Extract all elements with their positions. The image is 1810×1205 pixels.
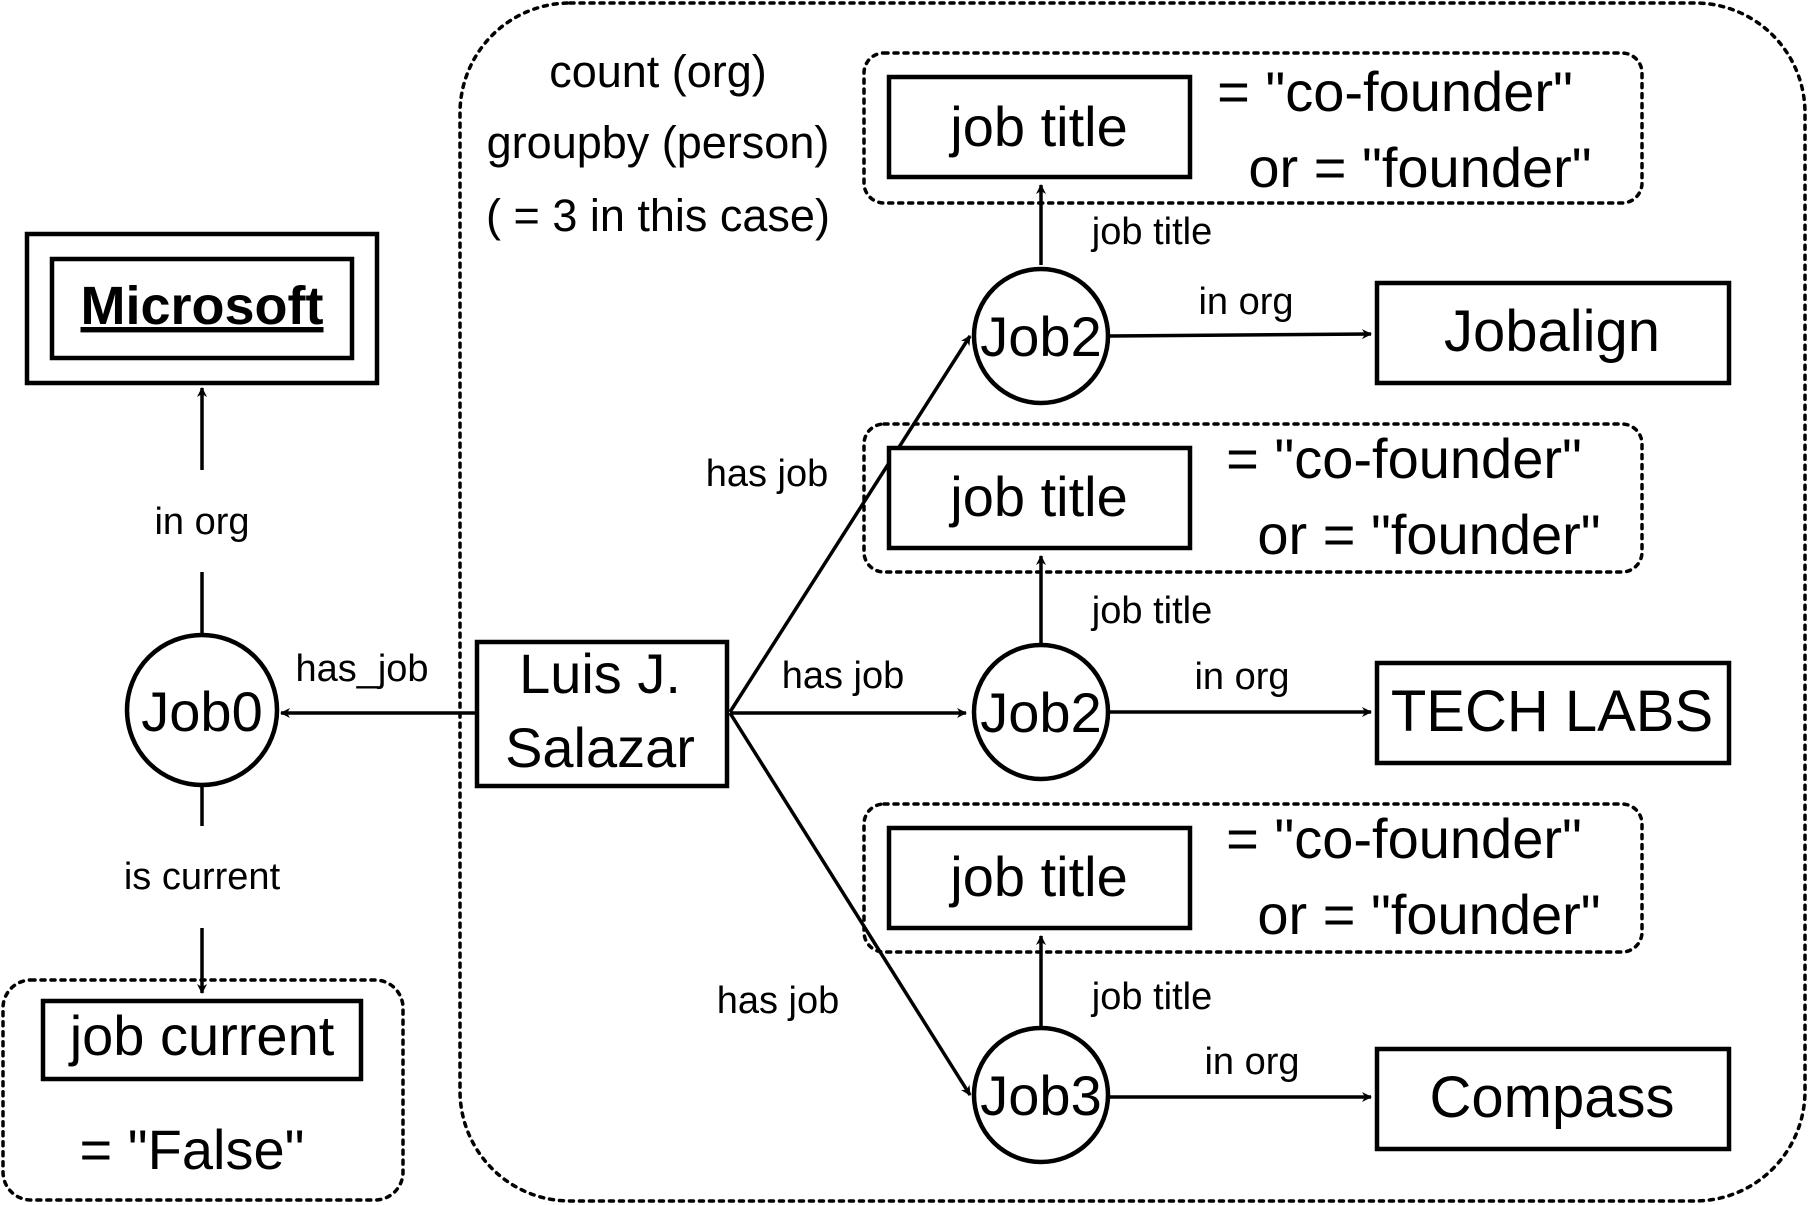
branch2-condition-region xyxy=(862,422,1644,574)
branch2-job-node-label: Job2 xyxy=(980,681,1101,744)
branch1-org-box xyxy=(1374,280,1732,386)
job0-in-org-label: in org xyxy=(154,501,249,543)
query-count-text: count (org) xyxy=(549,46,767,97)
job-current-attr-label: job current xyxy=(68,1004,335,1067)
person-has-job-label-job0: has_job xyxy=(295,648,428,690)
person-name-line2: Salazar xyxy=(505,716,695,779)
branch2-org-label: TECH LABS xyxy=(1391,679,1713,744)
query-result-text: ( = 3 in this case) xyxy=(486,190,830,241)
branch1-attr-label: job title xyxy=(948,95,1127,158)
branch3-job-node-label: Job3 xyxy=(980,1064,1101,1127)
branch1-org-label: Jobalign xyxy=(1444,299,1660,364)
branch3-has-job-label: has job xyxy=(717,980,840,1022)
person-name-line1: Luis J. xyxy=(519,642,681,705)
branch2-in-org-label: in org xyxy=(1194,656,1289,698)
branch2-job-node xyxy=(971,642,1111,782)
job0-is-current-label: is current xyxy=(124,856,281,898)
branch1-attr-box xyxy=(886,74,1193,180)
branch2-attr-box xyxy=(886,445,1193,551)
branch3-in-org-label: in org xyxy=(1204,1041,1299,1083)
branch1-job-node xyxy=(971,266,1111,406)
branch1-job-title-label: job title xyxy=(1091,211,1212,253)
branch3-job-title-label: job title xyxy=(1091,976,1212,1018)
branch3-attr-label: job title xyxy=(948,845,1127,908)
branch2-cond-line2: or = "founder" xyxy=(1257,503,1600,566)
microsoft-org-label: Microsoft xyxy=(81,276,324,336)
microsoft-org-inner-box xyxy=(49,256,355,361)
job-current-condition-text: = "False" xyxy=(80,1118,305,1181)
branch2-attr-label: job title xyxy=(948,465,1127,528)
branch1-has-job-label: has job xyxy=(706,453,829,495)
branch1-in-org-label: in org xyxy=(1198,281,1293,323)
job-current-condition-region xyxy=(1,978,405,1202)
branch2-cond-line1: = "co-founder" xyxy=(1226,427,1582,490)
job-current-attr-box xyxy=(40,998,364,1082)
branch1-job-node-label: Job2 xyxy=(980,305,1101,368)
branch3-condition-region xyxy=(862,802,1644,954)
branch2-org-box xyxy=(1374,660,1732,766)
branch3-cond-line2: or = "founder" xyxy=(1257,883,1600,946)
branch2-job-title-label: job title xyxy=(1091,590,1212,632)
query-groupby-text: groupby (person) xyxy=(487,117,830,168)
branch1-in-org-edge xyxy=(1109,329,1372,340)
job0-node-label: Job0 xyxy=(141,680,262,743)
branch1-cond-line2: or = "founder" xyxy=(1248,136,1591,199)
branch1-cond-line1: = "co-founder" xyxy=(1217,60,1573,123)
aggregation-group-region xyxy=(458,1,1807,1203)
branch1-condition-region xyxy=(862,51,1644,205)
branch3-org-box xyxy=(1374,1046,1732,1152)
branch3-org-label: Compass xyxy=(1430,1065,1675,1130)
branch3-cond-line1: = "co-founder" xyxy=(1226,807,1582,870)
person-node-box xyxy=(474,639,730,789)
branch3-job-node xyxy=(971,1025,1111,1165)
branch2-has-job-label: has job xyxy=(782,655,905,697)
branch1-has-job-edge xyxy=(728,335,972,713)
branch3-has-job-edge xyxy=(728,712,972,1096)
branch3-attr-box xyxy=(886,825,1193,931)
